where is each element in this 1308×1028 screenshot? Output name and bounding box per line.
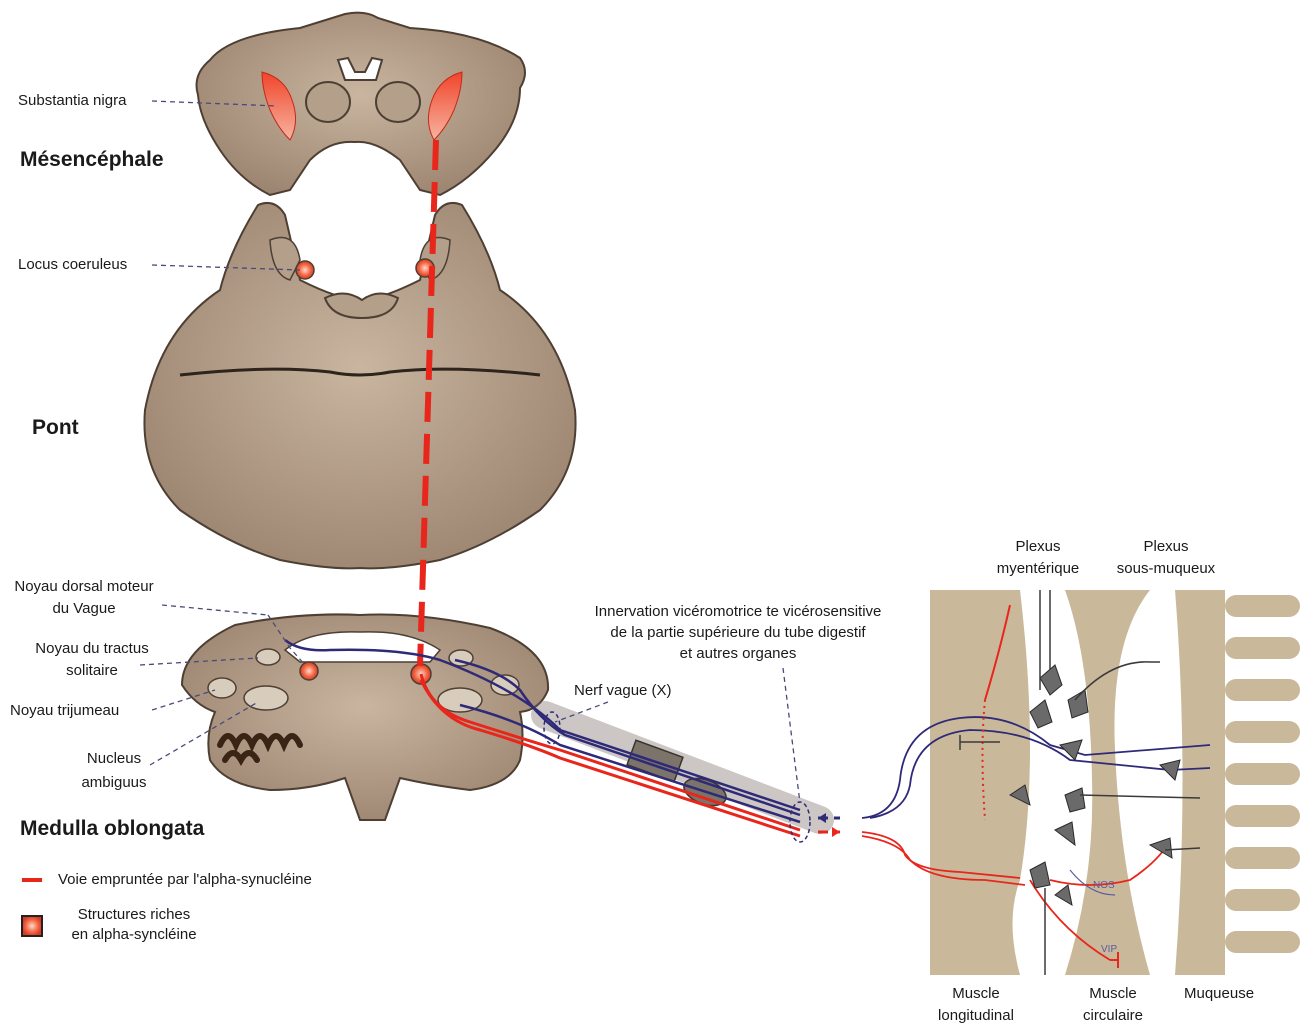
- label-tractus-line1: Noyau du tractus: [16, 640, 168, 658]
- label-innervation-line3: et autres organes: [548, 645, 928, 663]
- label-trijumeau: Noyau trijumeau: [10, 702, 119, 720]
- label-tractus-line2: solitaire: [16, 662, 168, 680]
- label-muscle-circ-line2: circulaire: [1058, 1007, 1168, 1025]
- legend-pathway-label: Voie empruntée par l'alpha-synucléine: [58, 871, 312, 889]
- label-ambiguus: Nucleus ambiguus: [64, 750, 164, 792]
- label-medulla: Medulla oblongata: [20, 817, 204, 841]
- label-mesencephale: Mésencéphale: [20, 148, 164, 172]
- label-muscle-circ-line1: Muscle: [1058, 985, 1168, 1003]
- vip-label: VIP: [1101, 944, 1117, 955]
- label-ambiguus-line2: ambiguus: [64, 774, 164, 792]
- label-plexus-myenterique-line1: Plexus: [978, 538, 1098, 556]
- label-muscle-long-line1: Muscle: [918, 985, 1034, 1003]
- legend-rich-label: Structures riches en alpha-syncléine: [54, 906, 214, 944]
- nos-label: NOS: [1093, 880, 1115, 891]
- label-noyau-dorsal: Noyau dorsal moteur du Vague: [6, 578, 162, 618]
- label-locus-coeruleus: Locus coeruleus: [18, 256, 127, 274]
- legend-rich-line2: en alpha-syncléine: [54, 926, 214, 944]
- label-tractus: Noyau du tractus solitaire: [16, 640, 168, 680]
- label-substantia-nigra: Substantia nigra: [18, 92, 126, 110]
- pons-section: [144, 203, 575, 568]
- label-innervation-line1: Innervation vicéromotrice te vicérosensi…: [548, 603, 928, 621]
- label-innervation: Innervation vicéromotrice te vicérosensi…: [548, 603, 928, 663]
- label-innervation-line2: de la partie supérieure du tube digestif: [548, 624, 928, 642]
- label-muscle-longitudinal: Muscle longitudinal: [918, 985, 1034, 1025]
- label-plexus-sous-muqueux: Plexus sous-muqueux: [1100, 538, 1232, 578]
- label-plexus-sous-line2: sous-muqueux: [1100, 560, 1232, 578]
- label-pont: Pont: [32, 416, 79, 440]
- label-muscle-long-line2: longitudinal: [918, 1007, 1034, 1025]
- mucosa-villi: [1195, 590, 1300, 975]
- label-plexus-sous-line1: Plexus: [1100, 538, 1232, 556]
- mesencephalon-section: [197, 13, 526, 195]
- label-noyau-dorsal-line2: du Vague: [6, 600, 162, 618]
- label-noyau-dorsal-line1: Noyau dorsal moteur: [6, 578, 162, 596]
- label-ambiguus-line1: Nucleus: [64, 750, 164, 768]
- label-nerf-vague: Nerf vague (X): [574, 682, 672, 700]
- legend-rich-square: [22, 916, 42, 936]
- label-muscle-circulaire: Muscle circulaire: [1058, 985, 1168, 1025]
- dorsal-vagus-nucleus-left: [300, 662, 318, 680]
- medulla-section: [182, 614, 548, 820]
- label-plexus-myenterique: Plexus myentérique: [978, 538, 1098, 578]
- legend-rich-line1: Structures riches: [54, 906, 214, 924]
- label-muqueuse: Muqueuse: [1184, 985, 1254, 1003]
- label-plexus-myenterique-line2: myentérique: [978, 560, 1098, 578]
